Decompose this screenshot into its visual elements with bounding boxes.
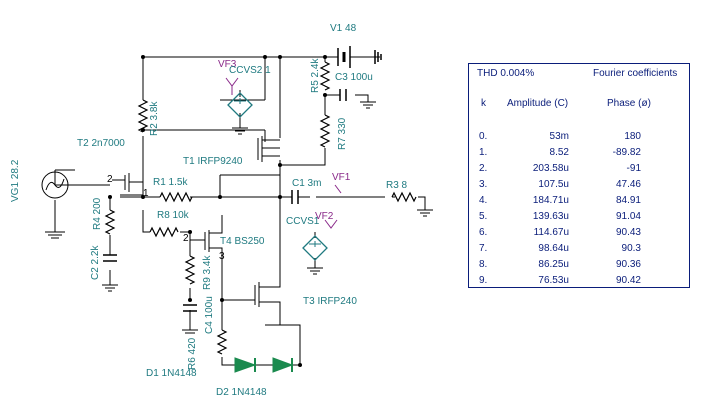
row-phase: 90.43: [615, 227, 641, 238]
row-k: 7.: [479, 243, 488, 254]
row-k: 3.: [479, 179, 488, 190]
label-d2: D2 1N4148: [216, 387, 267, 398]
row-amplitude: 139.63u: [532, 211, 569, 222]
thd-value: THD 0.004%: [477, 68, 535, 79]
label-r2: R2 3.8k: [149, 101, 160, 136]
row-phase: 90.36: [615, 259, 641, 270]
signal-source-vg1: [41, 171, 69, 239]
label-c3: C3 100u: [335, 72, 373, 83]
col-header-k: k: [481, 98, 486, 109]
row-amplitude: 98.64u: [538, 243, 569, 254]
row-k: 2.: [479, 163, 488, 174]
label-v1: V1 48: [330, 23, 357, 34]
label-vg1: VG1 28.2: [10, 159, 21, 202]
col-header-phase: Phase (ø): [607, 98, 651, 109]
label-r5: R5 2.4k: [310, 58, 321, 93]
capacitors: [103, 89, 347, 312]
fourier-coefficients-panel: THD 0.004% Fourier coefficients k Amplit…: [468, 63, 690, 288]
row-k: 9.: [479, 275, 488, 286]
row-phase: 90.42: [615, 275, 641, 286]
row-phase: 47.46: [615, 179, 641, 190]
label-c2: C2 2.2k: [90, 245, 101, 280]
pin-label-2a: 2: [107, 174, 113, 185]
label-vf3: VF3: [218, 59, 237, 70]
pin-label-1a: 1: [143, 188, 149, 199]
row-phase: -91: [626, 163, 641, 174]
label-r8: R8 10k: [157, 210, 190, 221]
row-phase: -89.82: [612, 147, 641, 158]
label-ccvs1: CCVS1: [286, 216, 320, 227]
row-amplitude: 76.53u: [538, 275, 569, 286]
label-d1: D1 1N4148: [146, 368, 197, 379]
row-amplitude: 184.71u: [532, 195, 569, 206]
row-phase: 90.3: [621, 243, 641, 254]
label-t4: T4 BS250: [220, 236, 265, 247]
pin-label-2b: 2: [183, 233, 189, 244]
label-t3: T3 IRFP240: [303, 296, 357, 307]
label-c1: C1 3m: [292, 178, 321, 189]
label-r7: R7 330: [337, 117, 348, 150]
row-k: 4.: [479, 195, 488, 206]
label-vf2: VF2: [315, 211, 334, 222]
row-amplitude: 86.25u: [538, 259, 569, 270]
row-amplitude: 107.5u: [538, 179, 569, 190]
pin-label-3: 3: [219, 251, 225, 262]
label-r1: R1 1.5k: [153, 177, 188, 188]
label-c4: C4 100u: [204, 296, 215, 334]
row-k: 1.: [479, 147, 488, 158]
ccvs-sources: [225, 77, 342, 261]
resistors: [104, 61, 417, 355]
row-amplitude: 8.52: [549, 147, 569, 158]
label-vf1: VF1: [332, 172, 351, 183]
row-amplitude: 203.58u: [532, 163, 569, 174]
component-labels: V1 48 VF3 CCVS2 1 R5 2.4k C3 100u R2 3.8…: [10, 23, 408, 398]
row-k: 8.: [479, 259, 488, 270]
diodes: [234, 357, 294, 373]
row-k: 5.: [479, 211, 488, 222]
battery-v1: [337, 46, 382, 68]
row-k: 0.: [479, 131, 488, 142]
label-ccvs2: CCVS2 1: [229, 65, 271, 76]
label-r6: R6 420: [187, 337, 198, 370]
label-r9: R9 3.4k: [202, 255, 213, 290]
junction-dots: [108, 55, 327, 367]
row-phase: 84.91: [615, 195, 641, 206]
col-header-amplitude: Amplitude (C): [507, 98, 569, 109]
label-t1: T1 IRFP9240: [183, 156, 243, 167]
row-amplitude: 114.67u: [533, 227, 569, 238]
label-r4: R4 200: [92, 197, 103, 230]
row-k: 6.: [479, 227, 488, 238]
label-t2: T2 2n7000: [77, 138, 125, 149]
row-phase: 91.04: [615, 211, 641, 222]
fourier-title: Fourier coefficients: [593, 68, 678, 79]
row-phase: 180: [624, 131, 641, 142]
row-amplitude: 53m: [549, 131, 569, 142]
label-r3: R3 8: [386, 180, 408, 191]
ground-symbols: [102, 101, 433, 334]
